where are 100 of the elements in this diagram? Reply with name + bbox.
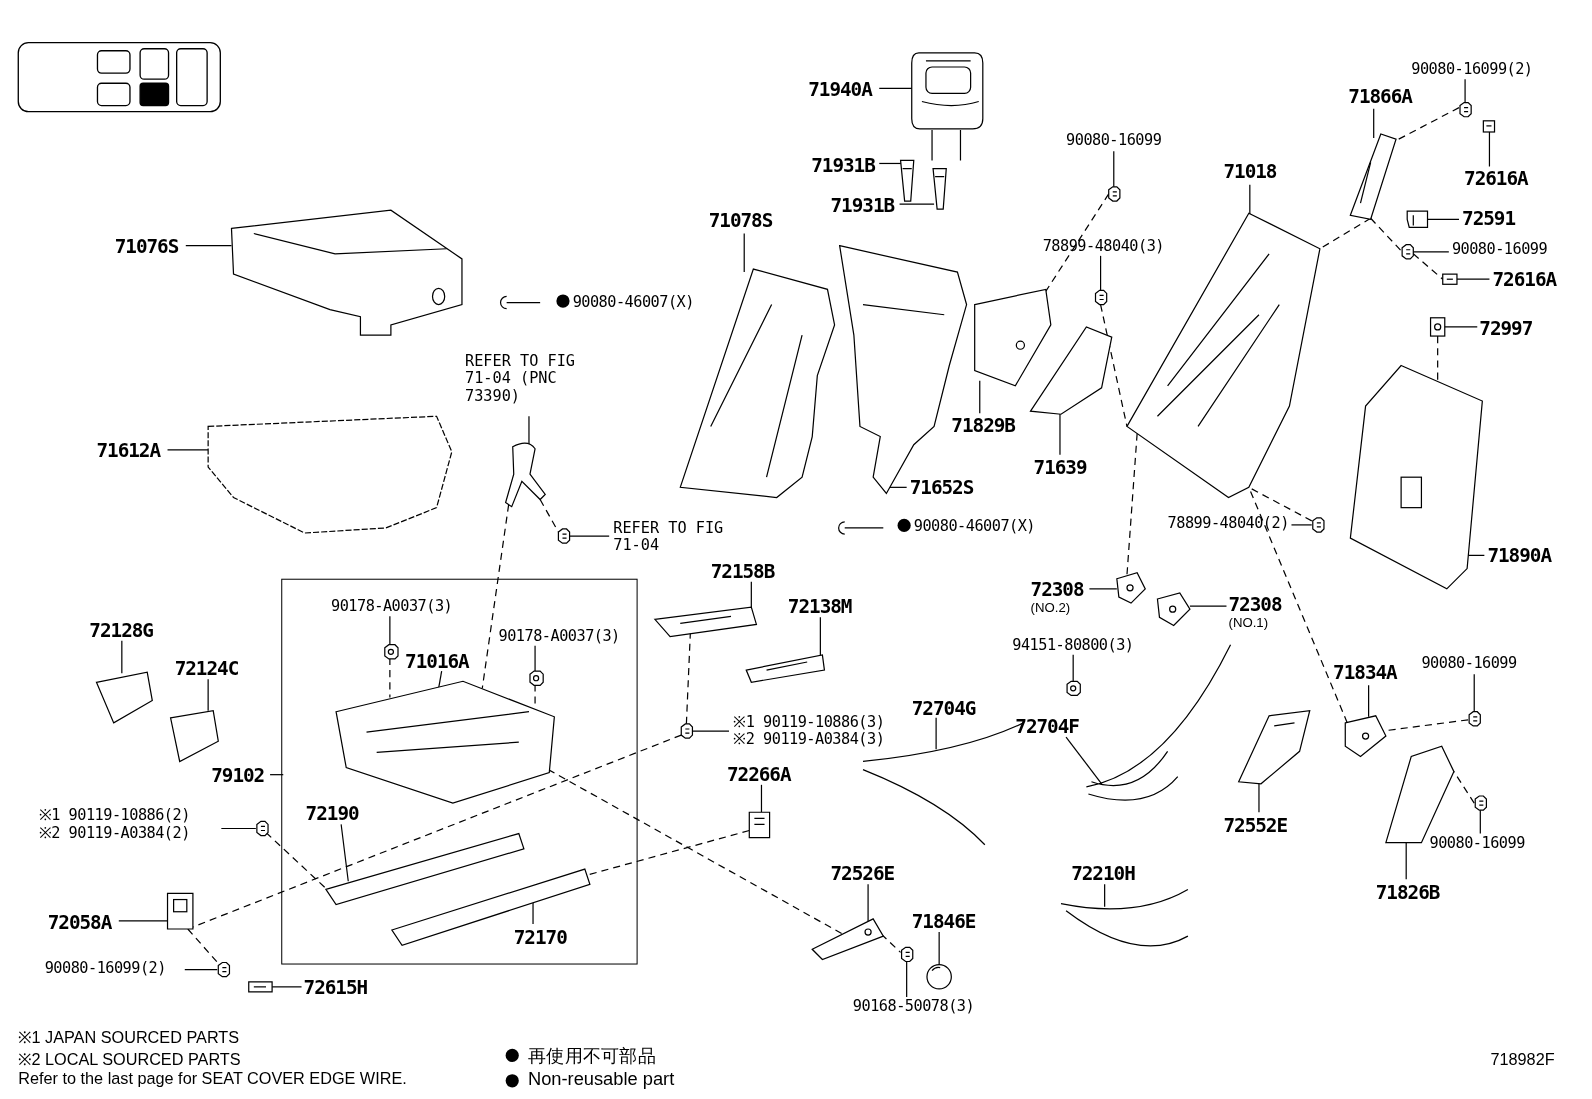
part-number: 90080-16099 <box>1429 834 1525 853</box>
connector-drawing <box>747 810 772 840</box>
cover-drawing <box>168 708 221 764</box>
leader-line <box>844 527 884 529</box>
assembly-line <box>1045 193 1110 292</box>
footnote-text: ※1 JAPAN SOURCED PARTS <box>18 1027 240 1048</box>
leader-line <box>269 774 284 776</box>
legend-text: 再使用不可部品 <box>527 1044 656 1069</box>
leader-line <box>1373 108 1375 139</box>
footnote-text: ※2 LOCAL SOURCED PARTS <box>18 1049 241 1071</box>
part-number: 90080-16099(2) <box>1411 60 1533 79</box>
part-number: 71834A <box>1333 662 1397 685</box>
part-number: 71639 <box>1033 456 1087 480</box>
leader-line <box>166 449 209 451</box>
leader-line <box>743 232 745 273</box>
part-number: 72308 <box>1228 593 1282 617</box>
part-number: ※2 90119-A0384(2) <box>38 824 190 843</box>
latch-drawing <box>1114 570 1148 606</box>
part-number: 79102 <box>211 764 265 787</box>
part-number: 71931B <box>811 154 875 177</box>
part-number: 72616A <box>1464 167 1528 190</box>
part-note: (NO.1) <box>1228 616 1270 632</box>
part-number: 72997 <box>1479 317 1533 340</box>
part-number: 72552E <box>1223 814 1288 837</box>
part-number: 71890A <box>1487 545 1551 568</box>
part-number: 71078S <box>708 210 773 233</box>
nut-drawing <box>1065 680 1082 697</box>
assembly-line <box>1370 217 1402 252</box>
part-number: 71018 <box>1223 160 1277 183</box>
footnote-text: Refer to the last page for SEAT COVER EDGE WIRE. <box>18 1070 407 1089</box>
leader-line <box>979 380 981 414</box>
part-number: 71846E <box>911 910 976 933</box>
part-number: 72138M <box>787 596 852 619</box>
cover-drawing <box>94 670 155 725</box>
cover-drawing <box>1236 708 1312 786</box>
leader-line <box>1290 524 1313 526</box>
leader-line <box>935 717 937 750</box>
part-number: 72704G <box>911 697 976 720</box>
part-number: 71652S <box>909 477 974 500</box>
part-number: 72170 <box>513 926 567 950</box>
leader-line <box>534 645 536 672</box>
bolt-drawing <box>1092 289 1109 306</box>
bolt-drawing <box>1456 101 1474 118</box>
seat-adjuster-drawing <box>334 679 557 806</box>
part-number: 72704F <box>1015 715 1079 738</box>
part-number: 94151-80800(3) <box>1012 636 1134 655</box>
part-number: 90080-16099 <box>1451 240 1548 259</box>
leader-line <box>207 678 209 712</box>
leader-line <box>1455 278 1491 280</box>
leader-line <box>1189 605 1228 607</box>
part-number: 72616A <box>1492 269 1557 292</box>
leader-line <box>506 301 541 304</box>
part-number: 71829B <box>951 414 1015 437</box>
leader-line <box>121 640 123 674</box>
leader-line <box>1488 130 1491 168</box>
leader-line <box>1249 184 1251 216</box>
part-number: 90178-A0037(3) <box>498 627 620 645</box>
leader-line <box>1113 150 1115 189</box>
cap-drawing <box>1406 209 1429 230</box>
leader-line <box>1464 78 1466 105</box>
leader-line <box>867 883 869 922</box>
part-number: 72210H <box>1071 863 1135 886</box>
assembly-line <box>1248 486 1313 522</box>
part-number: 71826B <box>1375 881 1440 904</box>
part-number: ※1 90119-10886(3) <box>733 713 885 732</box>
nut-drawing <box>527 670 545 687</box>
cushion-pad-drawing <box>206 414 454 537</box>
seat-track-drawing <box>323 831 526 907</box>
leader-line <box>184 969 218 971</box>
bolt-drawing <box>215 961 232 978</box>
part-number: 72158B <box>710 560 775 583</box>
leader-line <box>691 730 730 732</box>
clip-drawing <box>246 979 275 994</box>
part-number: 90178-A0037(3) <box>331 598 453 616</box>
reference-note: REFER TO FIG 71-04 (PNC 73390) <box>465 352 579 405</box>
leader-line <box>1443 326 1478 328</box>
reference-note: REFER TO FIG 71-04 <box>613 519 727 555</box>
leader-line <box>1065 736 1103 785</box>
part-number: 72266A <box>726 763 791 786</box>
bolt-drawing <box>555 527 572 545</box>
leader-line <box>185 245 233 247</box>
bolt-drawing <box>678 722 695 740</box>
leader-line <box>1473 673 1475 714</box>
side-pad-drawing <box>1028 324 1114 417</box>
back-board-drawing <box>1348 363 1485 591</box>
part-number: 72128G <box>89 619 153 642</box>
part-number: 71931B <box>830 194 895 218</box>
cap-drawing <box>925 963 953 990</box>
lever-drawing <box>810 916 886 962</box>
leader-line <box>568 535 610 537</box>
latch-drawing <box>1155 590 1192 628</box>
part-number: 71016A <box>405 650 469 673</box>
part-number: 72591 <box>1462 208 1516 231</box>
guide-drawing <box>932 166 949 212</box>
part-number: 72615H <box>303 976 368 999</box>
bolt-drawing <box>1309 516 1326 534</box>
side-panel-drawing <box>972 287 1054 389</box>
seat-cushion-cover-drawing <box>229 208 464 338</box>
leader-line <box>1405 842 1407 880</box>
leader-line <box>906 959 908 998</box>
